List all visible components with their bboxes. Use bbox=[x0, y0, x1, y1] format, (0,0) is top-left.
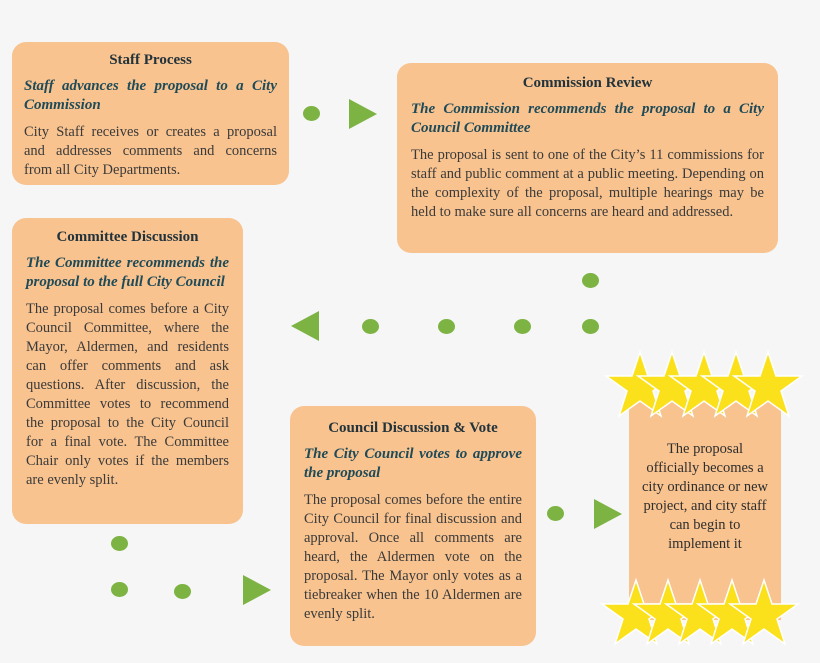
connector-dot bbox=[514, 319, 531, 334]
connector-dot bbox=[582, 273, 599, 288]
connector-dot bbox=[174, 584, 191, 599]
step-council-vote: Council Discussion & Vote The City Counc… bbox=[290, 406, 536, 646]
step-subtitle: The Commission recommends the proposal t… bbox=[411, 101, 764, 136]
step-title: Staff Process bbox=[109, 52, 192, 68]
step-description: The proposal is sent to one of the City’… bbox=[411, 147, 764, 220]
step-description: The proposal comes before the entire Cit… bbox=[304, 492, 522, 622]
step-committee-discussion: Committee Discussion The Committee recom… bbox=[12, 218, 243, 524]
step-commission-review: Commission Review The Commission recomme… bbox=[397, 63, 778, 253]
connector-dot bbox=[111, 582, 128, 597]
step-subtitle: The Committee recommends the proposal to… bbox=[26, 255, 229, 290]
connector-dot bbox=[303, 106, 320, 121]
step-title: Commission Review bbox=[522, 75, 653, 91]
arrow-right-icon bbox=[243, 575, 271, 605]
result-text: The proposal officially becomes a city o… bbox=[641, 441, 769, 552]
arrow-right-icon bbox=[594, 499, 622, 529]
connector-dot bbox=[362, 319, 379, 334]
connector-dot bbox=[547, 506, 564, 521]
step-description: City Staff receives or creates a proposa… bbox=[24, 124, 277, 178]
stars-bottom bbox=[599, 577, 801, 646]
step-description: The proposal comes before a City Council… bbox=[26, 301, 229, 488]
result-box: The proposal officially becomes a city o… bbox=[629, 400, 781, 620]
step-subtitle: The City Council votes to approve the pr… bbox=[304, 446, 522, 481]
stars-top bbox=[603, 350, 805, 418]
arrow-left-icon bbox=[291, 311, 319, 341]
arrow-right-icon bbox=[349, 99, 377, 129]
star-icon bbox=[727, 577, 801, 646]
connector-dot bbox=[438, 319, 455, 334]
step-title: Council Discussion & Vote bbox=[328, 420, 498, 436]
connector-dot bbox=[582, 319, 599, 334]
step-subtitle: Staff advances the proposal to a City Co… bbox=[24, 78, 277, 113]
star-icon bbox=[731, 350, 805, 418]
connector-dot bbox=[111, 536, 128, 551]
step-title: Committee Discussion bbox=[56, 229, 199, 245]
step-staff-process: Staff Process Staff advances the proposa… bbox=[12, 42, 289, 185]
